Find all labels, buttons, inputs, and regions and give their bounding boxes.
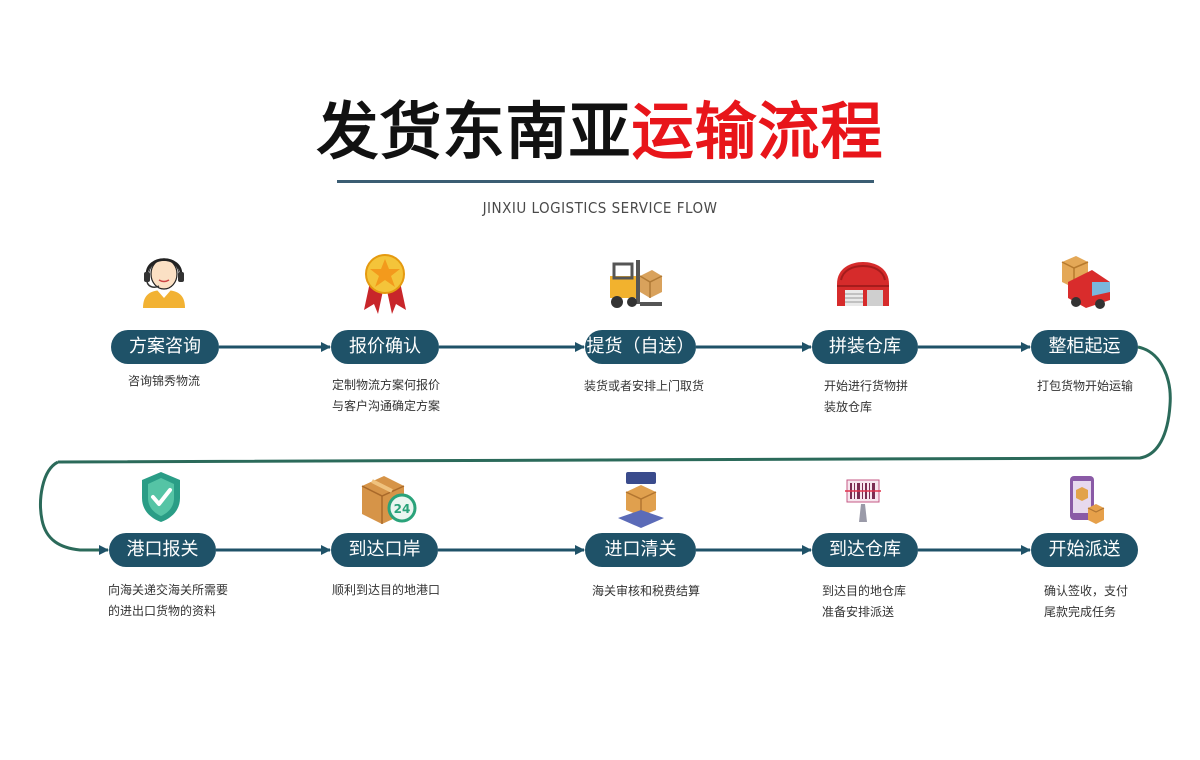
step-2-desc-line-1: 定制物流方案何报价 (332, 378, 441, 392)
step-2-desc-line-2: 与客户沟通确定方案 (332, 399, 441, 413)
step-2-desc: 定制物流方案何报价 与客户沟通确定方案 (332, 375, 440, 417)
step-6-desc: 向海关递交海关所需要 的进出口货物的资料 (108, 580, 228, 622)
phone-delivery-icon (1070, 476, 1105, 524)
page-subtitle: JINXIU LOGISTICS SERVICE FLOW (482, 199, 718, 217)
step-8-desc-line-1: 海关审核和税费结算 (592, 584, 701, 598)
barcode-scan-icon (845, 479, 881, 522)
customer-service-icon (143, 258, 185, 308)
flow-turn-right (57, 345, 1172, 464)
flow-turn-left (39, 460, 109, 555)
title-red-part: 运输流程 (631, 95, 884, 168)
step-6-label[interactable]: 港口报关 (109, 533, 216, 567)
step-3-desc: 装货或者安排上门取货 (584, 376, 704, 397)
svg-text:24: 24 (394, 502, 411, 516)
package-scale-icon (618, 472, 664, 528)
step-3-label[interactable]: 提货（自送） (585, 330, 696, 364)
step-1-label[interactable]: 方案咨询 (111, 330, 219, 364)
step-7-desc: 顺利到达目的地港口 (332, 580, 440, 601)
award-ribbon-icon (364, 254, 406, 314)
step-5-label[interactable]: 整柜起运 (1031, 330, 1138, 364)
step-3-desc-line-1: 装货或者安排上门取货 (584, 379, 705, 393)
step-10-desc-line-2: 尾款完成任务 (1044, 605, 1117, 619)
step-1-desc-line-1: 咨询锦秀物流 (128, 374, 201, 388)
delivery-truck-icon (1061, 256, 1110, 309)
warehouse-icon (837, 262, 889, 306)
package-24h-icon: 24 (361, 476, 417, 524)
step-9-desc-line-1: 到达目的地仓库 (822, 584, 907, 598)
step-10-desc: 确认签收，支付 尾款完成任务 (1044, 581, 1128, 623)
forklift-icon (610, 260, 663, 308)
step-9-label[interactable]: 到达仓库 (812, 533, 918, 567)
step-4-desc-line-2: 装放仓库 (824, 400, 873, 414)
step-5-desc-line-1: 打包货物开始运输 (1037, 379, 1134, 393)
step-9-desc-line-2: 准备安排派送 (822, 605, 895, 619)
step-2-label[interactable]: 报价确认 (331, 330, 439, 364)
step-4-desc-line-1: 开始进行货物拼 (824, 379, 909, 393)
title-divider (337, 180, 874, 183)
step-7-label[interactable]: 到达口岸 (331, 533, 438, 567)
step-10-label[interactable]: 开始派送 (1031, 533, 1138, 567)
step-7-desc-line-1: 顺利到达目的地港口 (332, 583, 441, 597)
step-8-desc: 海关审核和税费结算 (592, 581, 700, 602)
step-6-desc-line-2: 的进出口货物的资料 (108, 604, 217, 618)
step-10-desc-line-1: 确认签收，支付 (1044, 584, 1129, 598)
step-8-label[interactable]: 进口清关 (585, 533, 696, 567)
shield-check-icon (142, 472, 180, 522)
step-5-desc: 打包货物开始运输 (1037, 376, 1133, 397)
step-9-desc: 到达目的地仓库 准备安排派送 (822, 581, 906, 623)
step-4-label[interactable]: 拼装仓库 (812, 330, 918, 364)
title-black-part: 发货东南亚 (316, 95, 632, 168)
step-4-desc: 开始进行货物拼 装放仓库 (824, 376, 908, 418)
page-title: 发货东南亚运输流程 (0, 92, 1200, 172)
step-1-desc: 咨询锦秀物流 (128, 371, 200, 392)
step-6-desc-line-1: 向海关递交海关所需要 (108, 583, 229, 597)
